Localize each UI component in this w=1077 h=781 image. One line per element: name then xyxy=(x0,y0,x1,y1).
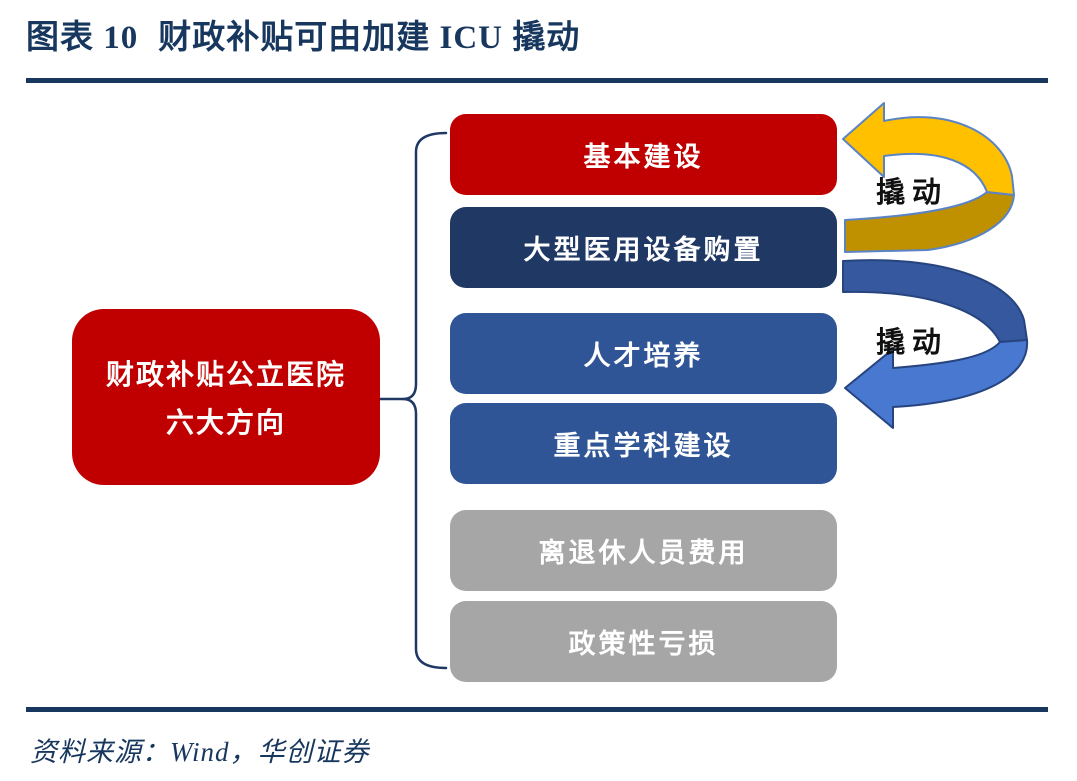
diagram-item-talent-training: 人才培养 xyxy=(450,313,837,394)
source-box-line2: 六大方向 xyxy=(165,408,286,439)
diagram-item-label: 人才培养 xyxy=(583,341,704,371)
source-box-line1: 财政补贴公立医院 xyxy=(105,360,346,391)
diagram-item-label: 重点学科建设 xyxy=(553,431,734,461)
lever-label-top: 撬动 xyxy=(876,177,949,209)
diagram-item-label: 基本建设 xyxy=(583,142,704,172)
diagram-item-equipment-purchase: 大型医用设备购置 xyxy=(450,207,837,288)
footer-rule xyxy=(26,707,1048,712)
diagram-item-label: 大型医用设备购置 xyxy=(523,235,764,265)
figure-title: 财政补贴可由加建 ICU 撬动 xyxy=(158,20,581,56)
header-rule xyxy=(26,78,1048,83)
diagram-item-label: 离退休人员费用 xyxy=(538,538,749,568)
diagram-item-key-discipline: 重点学科建设 xyxy=(450,403,837,484)
source-box: 财政补贴公立医院 六大方向 xyxy=(72,309,380,485)
diagram-item-capital-construction: 基本建设 xyxy=(450,114,837,195)
lever-label-bottom: 撬动 xyxy=(876,327,949,359)
figure-header: 图表 10 财政补贴可由加建 ICU 撬动 xyxy=(26,10,580,58)
grouping-brace xyxy=(401,131,448,670)
diagram-item-retiree-expenses: 离退休人员费用 xyxy=(450,510,837,591)
source-note: 资料来源：Wind，华创证券 xyxy=(30,737,370,767)
diagram-item-policy-losses: 政策性亏损 xyxy=(450,601,837,682)
figure-number-label: 图表 10 xyxy=(26,20,139,56)
diagram-item-label: 政策性亏损 xyxy=(568,629,719,659)
